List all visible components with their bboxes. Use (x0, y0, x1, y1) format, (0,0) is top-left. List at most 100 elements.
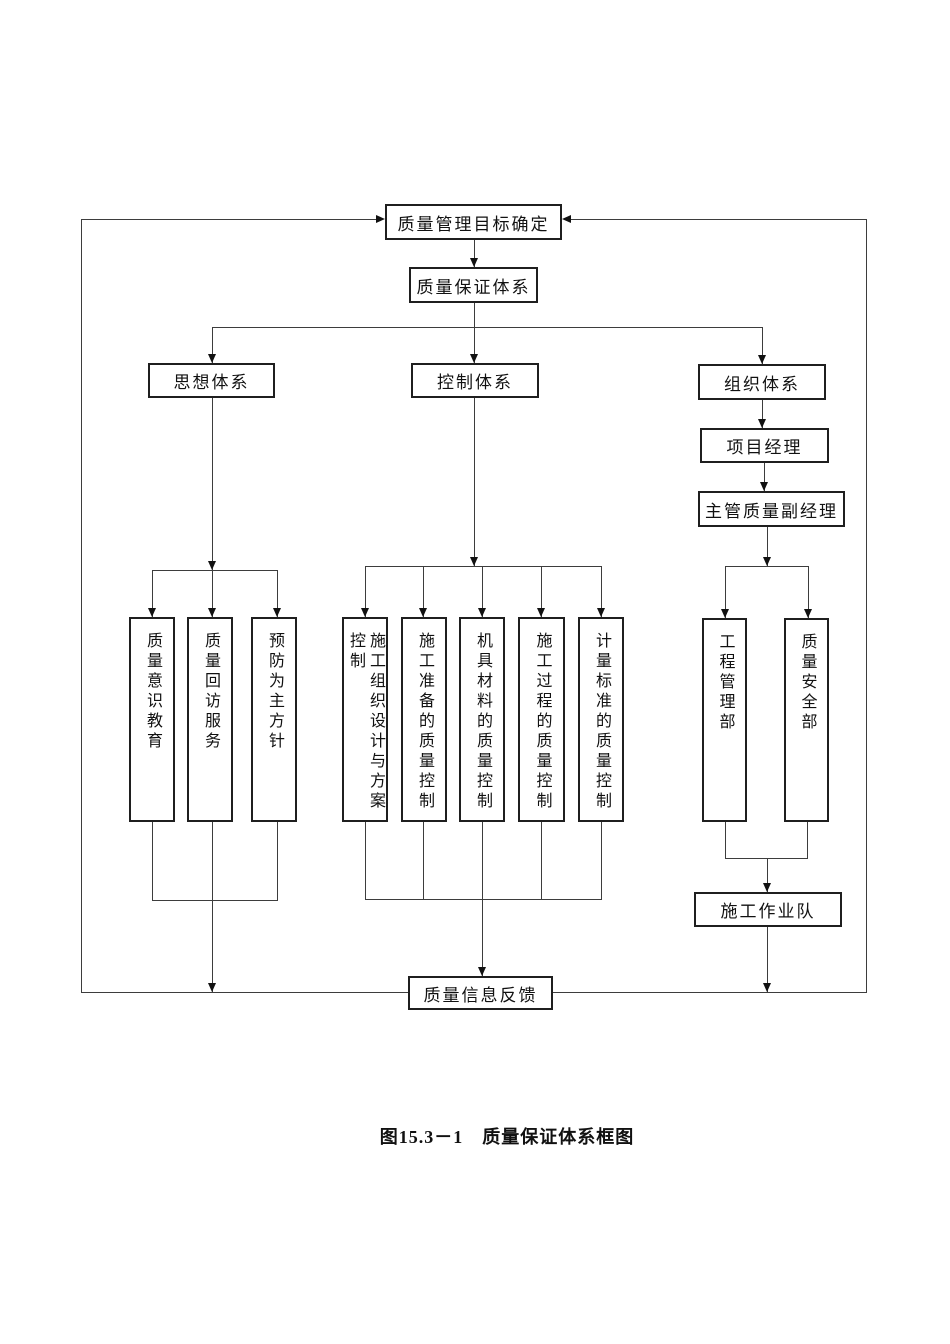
arrowhead-right-icon (376, 215, 385, 223)
arrowhead-down-icon (419, 608, 427, 617)
arrowhead-down-icon (470, 557, 478, 566)
connector (725, 566, 726, 618)
node-label: 质量回访服务 (202, 632, 219, 752)
node-construction-preparation-quality-control: 施工准备的质量控制 (401, 617, 447, 822)
node-construction-process-quality-control: 施工过程的质量控制 (518, 617, 565, 822)
connector (277, 570, 278, 617)
connector (725, 822, 726, 858)
node-label: 质量安全部 (798, 633, 816, 733)
connector (767, 858, 768, 892)
node-label: 质量管理目标确定 (397, 214, 550, 234)
node-control-system: 控制体系 (411, 363, 539, 398)
connector (474, 303, 475, 328)
arrowhead-down-icon (148, 608, 156, 617)
connector (474, 398, 475, 566)
connector (152, 570, 153, 617)
arrowhead-down-icon (758, 355, 766, 364)
node-label: 工程管理部 (716, 633, 734, 733)
arrowhead-down-icon (721, 609, 729, 618)
arrowhead-down-icon (361, 608, 369, 617)
arrowhead-down-icon (208, 608, 216, 617)
arrowhead-down-icon (478, 967, 486, 976)
node-construction-work-team: 施工作业队 (694, 892, 842, 927)
node-engineering-management-dept: 工程管理部 (702, 618, 747, 822)
node-machinery-material-quality-control: 机具材料的质量控制 (459, 617, 505, 822)
node-quality-target: 质量管理目标确定 (385, 204, 562, 240)
connector (767, 927, 768, 992)
node-label: 质量信息反馈 (423, 985, 538, 1005)
arrowhead-down-icon (273, 608, 281, 617)
arrowhead-down-icon (208, 983, 216, 992)
connector (807, 822, 808, 858)
connector (767, 527, 768, 566)
arrowhead-down-icon (470, 258, 478, 267)
arrowhead-down-icon (470, 354, 478, 363)
node-quality-awareness-education: 质量意识教育 (129, 617, 175, 822)
arrowhead-down-icon (537, 608, 545, 617)
connector (482, 822, 483, 976)
node-label: 质量意识教育 (144, 632, 161, 752)
connector (152, 822, 153, 900)
arrowhead-down-icon (763, 883, 771, 892)
node-label: 项目经理 (726, 438, 803, 457)
node-label: 控制体系 (437, 373, 513, 392)
arrowhead-down-icon (478, 608, 486, 617)
connector (212, 327, 213, 363)
connector (212, 570, 213, 617)
node-label: 施工准备的质量控制 (416, 632, 433, 812)
branch-distributor (212, 327, 762, 328)
connector (601, 822, 602, 899)
node-quality-return-visit-service: 质量回访服务 (187, 617, 233, 822)
connector (474, 239, 475, 267)
node-label: 预防为主方针 (266, 632, 283, 752)
feedback-line-left (81, 219, 82, 992)
arrowhead-down-icon (758, 419, 766, 428)
node-label: 施工过程的质量控制 (533, 632, 551, 812)
arrowhead-down-icon (597, 608, 605, 617)
arrowhead-down-icon (763, 557, 771, 566)
node-quality-info-feedback: 质量信息反馈 (408, 976, 553, 1010)
node-qa-system: 质量保证体系 (409, 267, 538, 303)
org-distributor (725, 566, 808, 567)
connector (764, 463, 765, 491)
node-label: 计量标准的质量控制 (593, 632, 610, 812)
arrowhead-down-icon (804, 609, 812, 618)
feedback-line-right (866, 219, 867, 993)
connector (365, 566, 366, 617)
node-prevention-first-policy: 预防为主方针 (251, 617, 297, 822)
control-distributor (365, 566, 602, 567)
org-collector (725, 858, 808, 859)
node-label: 机具材料的质量控制 (474, 632, 491, 812)
node-label: 施工组织设计与方案控制 (347, 632, 384, 812)
connector (541, 566, 542, 617)
node-label: 质量保证体系 (416, 277, 531, 297)
connector (212, 822, 213, 992)
ideology-collector (152, 900, 278, 901)
connector (482, 566, 483, 617)
arrowhead-left-icon (562, 215, 571, 223)
node-project-manager: 项目经理 (700, 428, 829, 463)
arrowhead-down-icon (760, 482, 768, 491)
control-collector (365, 899, 602, 900)
connector (277, 822, 278, 900)
node-ideology-system: 思想体系 (148, 363, 275, 398)
node-measurement-standard-quality-control: 计量标准的质量控制 (578, 617, 624, 822)
connector (423, 566, 424, 617)
node-construction-org-design-scheme-control: 施工组织设计与方案控制 (342, 617, 388, 822)
node-deputy-quality-manager: 主管质量副经理 (698, 491, 845, 527)
node-organization-system: 组织体系 (698, 364, 826, 400)
connector (212, 398, 213, 570)
node-label: 思想体系 (173, 373, 250, 392)
connector (762, 400, 763, 428)
arrowhead-down-icon (208, 561, 216, 570)
node-quality-safety-dept: 质量安全部 (784, 618, 829, 822)
connector (601, 566, 602, 617)
ideology-distributor (152, 570, 278, 571)
connector (423, 822, 424, 899)
arrowhead-down-icon (208, 354, 216, 363)
connector (365, 822, 366, 899)
node-label: 施工作业队 (720, 902, 816, 921)
feedback-line-top-left (81, 219, 376, 220)
connector (541, 822, 542, 899)
connector (762, 327, 763, 364)
